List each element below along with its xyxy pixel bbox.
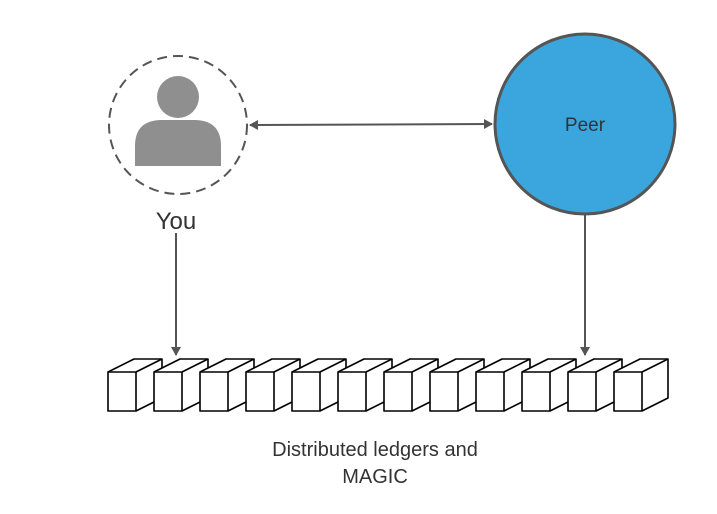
you-dashed-circle	[108, 55, 248, 195]
ledger-label-line1: Distributed ledgers and	[272, 439, 478, 461]
you-peer-connection-arrow	[249, 119, 493, 130]
you-label: You	[156, 208, 197, 235]
ledger-label-line2: MAGIC	[342, 466, 408, 488]
peer-label: Peer	[565, 115, 606, 136]
ledger-block	[613, 358, 669, 412]
person-icon	[135, 76, 221, 166]
ledger-block	[199, 358, 255, 412]
ledger-block	[107, 358, 163, 412]
ledger-block	[521, 358, 577, 412]
ledger-block	[291, 358, 347, 412]
ledger-block	[429, 358, 485, 412]
ledger-block	[383, 358, 439, 412]
you-node	[108, 55, 248, 195]
ledger-chain	[107, 358, 669, 412]
